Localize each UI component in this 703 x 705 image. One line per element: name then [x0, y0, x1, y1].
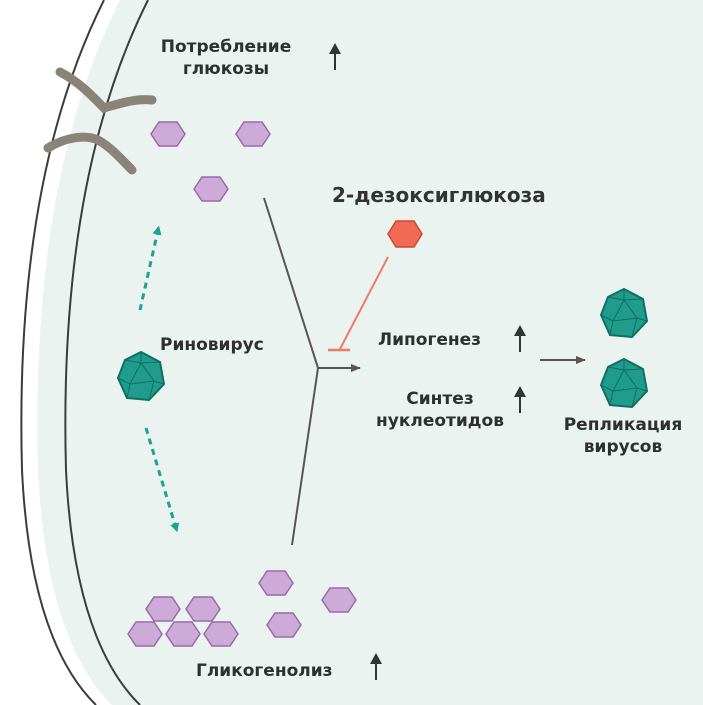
lipogenesis-up-arrow-head	[514, 325, 526, 336]
glucose-uptake-up-arrow-head	[329, 43, 341, 54]
glycogen-unit	[165, 621, 201, 647]
glucose-uptake-label-line2: глюкозы	[182, 59, 270, 79]
glucose-molecule	[235, 121, 271, 147]
glucose-molecule	[150, 121, 186, 147]
glucose-molecule	[258, 570, 294, 596]
glycogen-unit	[145, 596, 181, 622]
glycogenolysis-up-arrow-head	[370, 653, 382, 664]
replicated-virus-icon	[599, 287, 649, 339]
nucleotide-synthesis-label: Синтез нуклеотидов	[372, 388, 508, 432]
rhinovirus-label: Риновирус	[160, 335, 264, 355]
nucleotide-synthesis-label-line1: Синтез	[406, 389, 474, 409]
inhibition-line	[339, 256, 389, 350]
glycogen-unit	[203, 621, 239, 647]
inhibitor-label: 2-дезоксиглюкоза	[332, 183, 546, 207]
virus-replication-label-line2: вирусов	[583, 437, 663, 457]
replicated-virus-icon	[599, 357, 649, 409]
glucose-uptake-label-line1: Потребление	[160, 37, 292, 57]
rhinovirus-icon	[116, 350, 166, 402]
cytoplasm	[37, 0, 703, 705]
virus-to-uptake-dashed-arrow	[138, 225, 162, 311]
virus-replication-label: Репликация вирусов	[548, 414, 698, 458]
glucose-molecule	[193, 176, 229, 202]
cell-membrane-outer	[20, 0, 105, 705]
virus-replication-label-line1: Репликация	[563, 415, 683, 435]
glycogen-unit	[127, 621, 163, 647]
glucose-uptake-label: Потребление глюкозы	[142, 36, 310, 80]
inhibitor-molecule	[387, 220, 423, 248]
glycogen-unit	[185, 596, 221, 622]
glucose-transporter-upper	[55, 67, 157, 114]
lipogenesis-label: Липогенез	[378, 330, 482, 350]
glucose-molecule	[266, 612, 302, 638]
nucleotide-synthesis-label-line2: нуклеотидов	[376, 411, 504, 431]
glucose-transporter-lower	[43, 132, 137, 175]
nucleotide-up-arrow-head	[514, 386, 526, 397]
glucose-molecule	[321, 587, 357, 613]
glycogenolysis-label: Гликогенолиз	[196, 661, 333, 681]
